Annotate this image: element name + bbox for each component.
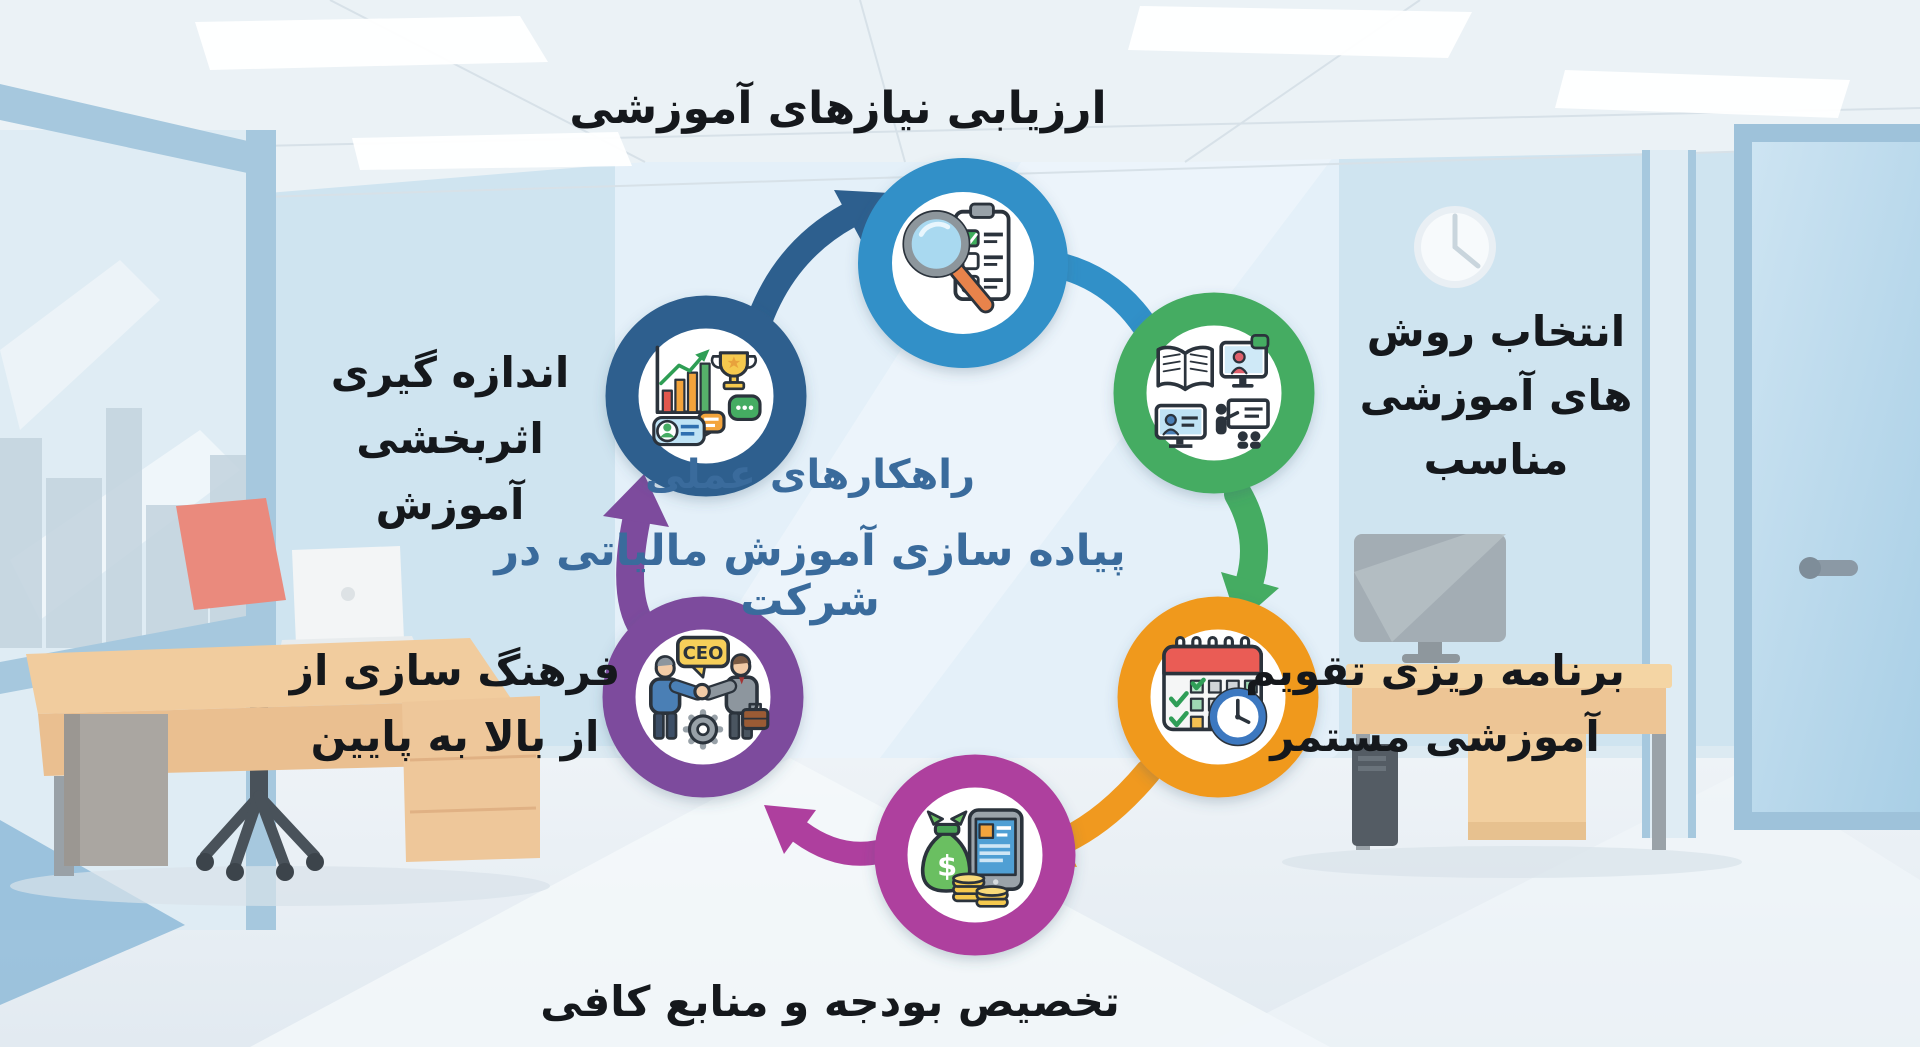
center-title-line2: پیاده سازی آموزش مالیاتی در شرکت <box>494 526 1126 626</box>
window <box>0 84 276 1005</box>
arrow-budget-to-culture <box>764 805 890 866</box>
gear-icon <box>682 709 724 750</box>
floor-highlight <box>250 758 1330 1047</box>
trophy-icon <box>710 351 758 391</box>
calendar-clock-icon <box>1162 636 1268 747</box>
ceiling-lights <box>195 6 1850 170</box>
step-label-budget-allocation: تخصیص بودجه و منابع کافی <box>540 977 1120 1026</box>
glass-panel <box>615 148 1339 758</box>
glass-sheen <box>640 148 1340 758</box>
budget-resources-icon: $ <box>920 808 1024 908</box>
dollar-sign: $ <box>937 849 957 883</box>
step-label-culture-building: فرهنگ سازی از از بالا به پایین <box>289 646 621 761</box>
city-silhouette <box>0 408 248 648</box>
office-chair-back <box>176 498 286 610</box>
ceiling <box>0 0 1920 215</box>
step-label-needs-assessment: ارزیابی نیازهای آموزشی <box>569 83 1107 134</box>
ceo-handshake-icon: CEO <box>649 635 770 750</box>
magnifier-checklist-icon <box>902 202 1011 314</box>
training-methods-icon <box>1154 334 1270 449</box>
floor-highlight-2 <box>1200 770 1920 1047</box>
door-handle <box>1799 557 1858 579</box>
step-circle-method-selection <box>1113 292 1315 494</box>
left-desk <box>10 498 550 906</box>
briefcase-icon <box>741 702 770 731</box>
step-label-effectiveness-measurement: اندازه گیری اثربخشی آموزش <box>330 348 570 529</box>
chart-trophy-icon <box>652 345 762 447</box>
desktop-monitor <box>1354 534 1506 663</box>
ceo-bubble-text: CEO <box>683 643 724 664</box>
center-title-line1: راهکارهای عملی <box>644 452 976 498</box>
right-desk <box>1282 534 1742 878</box>
door <box>1642 124 1920 838</box>
step-label-method-selection: انتخاب روش های آموزشی مناسب <box>1359 307 1633 484</box>
pc-tower <box>1352 744 1398 846</box>
wall-clock-icon <box>1414 206 1496 288</box>
step-label-calendar-planning: برنامه ریزی تقویم آموزشی مستمر <box>1245 646 1625 761</box>
